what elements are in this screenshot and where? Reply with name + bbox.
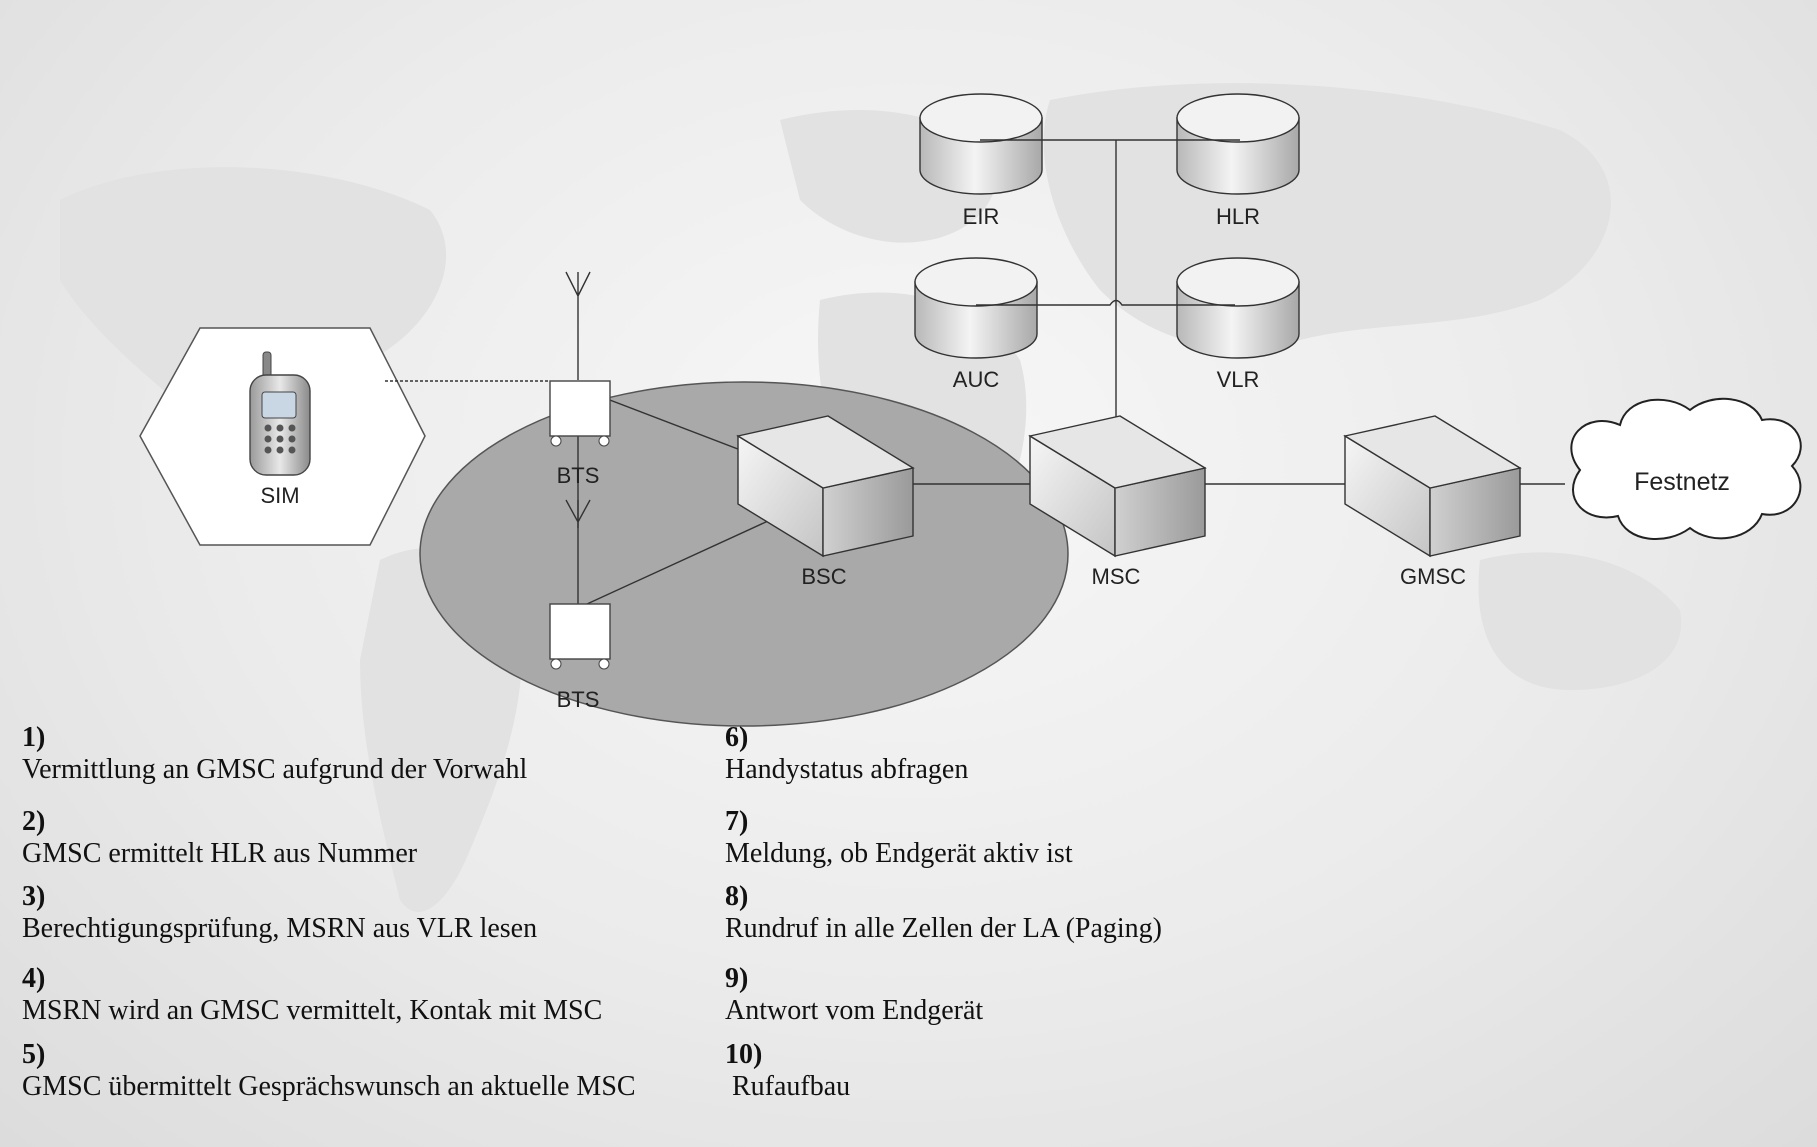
gmsc-box-icon	[1343, 415, 1522, 558]
step-text: Antwort vom Endgerät	[725, 995, 984, 1026]
auc-database-icon	[914, 257, 1038, 359]
step-number: 9)	[725, 963, 749, 994]
gmsc-label: GMSC	[1400, 564, 1466, 589]
step-number: 5)	[22, 1039, 46, 1070]
mobile-phone-icon	[249, 351, 311, 476]
step-text: Rufaufbau	[725, 1071, 851, 1102]
step-number: 4)	[22, 963, 46, 994]
auc-vlr-link	[976, 299, 1235, 306]
legend-step-7: 7) Meldung, ob Endgerät aktiv ist	[725, 806, 1073, 870]
vlr-label: VLR	[1217, 367, 1260, 392]
bts-top-antenna-icon	[565, 271, 591, 380]
step-number: 1)	[22, 722, 46, 753]
legend-step-9: 9) Antwort vom Endgerät	[725, 963, 983, 1027]
bsc-label: BSC	[801, 564, 846, 589]
auc-label: AUC	[953, 367, 1000, 392]
step-text: MSRN wird an GMSC vermittelt, Kontak mit…	[22, 995, 603, 1026]
step-text: Handystatus abfragen	[725, 754, 969, 785]
legend-step-6: 6) Handystatus abfragen	[725, 722, 968, 786]
hlr-label: HLR	[1216, 204, 1260, 229]
step-number: 2)	[22, 806, 46, 837]
step-text: Berechtigungsprüfung, MSRN aus VLR lesen	[22, 913, 538, 944]
step-text: Rundruf in alle Zellen der LA (Paging)	[725, 913, 1162, 944]
bts-bottom-label: BTS	[557, 687, 600, 712]
festnetz-label: Festnetz	[1634, 468, 1730, 496]
legend-step-3: 3) Berechtigungsprüfung, MSRN aus VLR le…	[22, 881, 537, 945]
legend-step-1: 1) Vermittlung an GMSC aufgrund der Vorw…	[22, 722, 527, 786]
bts-top-label: BTS	[557, 463, 600, 488]
legend-step-8: 8) Rundruf in alle Zellen der LA (Paging…	[725, 881, 1162, 945]
bsc-box-icon	[736, 415, 915, 558]
step-number: 10)	[725, 1039, 763, 1070]
legend-step-5: 5) GMSC übermittelt Gesprächswunsch an a…	[22, 1039, 682, 1103]
cell-coverage-ellipse	[419, 381, 1069, 727]
bts-bottom-antenna-icon	[565, 499, 591, 528]
festnetz-cloud-icon	[1570, 397, 1802, 541]
step-text: GMSC ermittelt HLR aus Nummer	[22, 838, 418, 869]
step-text: GMSC übermittelt Gesprächswunsch an aktu…	[22, 1071, 636, 1102]
bts-top-cabinet-icon	[549, 380, 611, 447]
msc-box-icon	[1028, 415, 1207, 558]
step-number: 7)	[725, 806, 749, 837]
step-number: 6)	[725, 722, 749, 753]
msc-label: MSC	[1092, 564, 1141, 589]
legend-step-2: 2) GMSC ermittelt HLR aus Nummer	[22, 806, 417, 870]
bts-bottom-cabinet-icon	[549, 603, 611, 670]
vlr-database-icon	[1176, 257, 1300, 359]
legend-step-4: 4) MSRN wird an GMSC vermittelt, Kontak …	[22, 963, 602, 1027]
hlr-database-icon	[1176, 93, 1300, 195]
step-text: Vermittlung an GMSC aufgrund der Vorwahl	[22, 754, 528, 785]
legend-step-10: 10) Rufaufbau	[725, 1039, 850, 1103]
sim-label: SIM	[260, 483, 299, 508]
eir-database-icon	[919, 93, 1043, 195]
step-number: 3)	[22, 881, 46, 912]
step-number: 8)	[725, 881, 749, 912]
step-text: Meldung, ob Endgerät aktiv ist	[725, 838, 1073, 869]
eir-label: EIR	[963, 204, 1000, 229]
